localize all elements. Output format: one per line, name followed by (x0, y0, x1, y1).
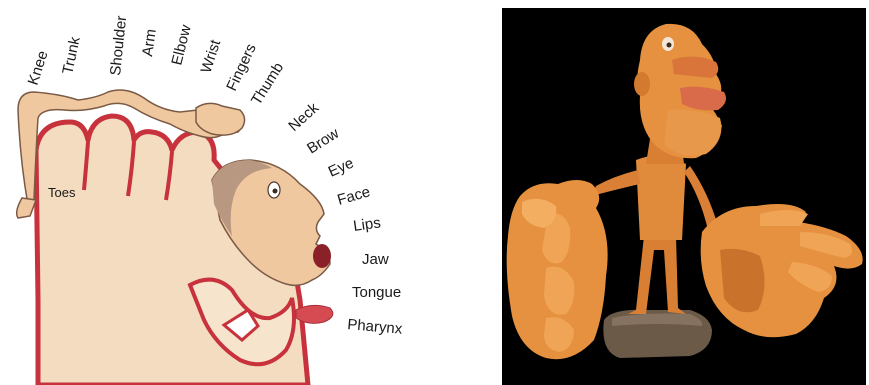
label-arm: Arm (139, 28, 160, 58)
label-lips: Lips (352, 214, 382, 235)
label-tongue: Tongue (352, 284, 401, 301)
right-hand-finger-1 (760, 210, 808, 226)
label-pharynx: Pharynx (347, 316, 404, 338)
foot (17, 198, 36, 218)
label-trunk: Trunk (59, 35, 84, 76)
pupil (273, 189, 278, 194)
label-toes: Toes (48, 185, 76, 200)
label-shoulder: Shoulder (107, 15, 130, 76)
sculpture-pupil (667, 43, 672, 48)
label-face: Face (335, 183, 372, 209)
label-brow: Brow (304, 125, 342, 158)
label-elbow: Elbow (168, 23, 194, 67)
label-neck: Neck (285, 99, 322, 135)
homunculus-diagram: Knee Trunk Shoulder Arm Elbow Wrist Fing… (17, 15, 404, 385)
hand (196, 103, 245, 135)
label-thumb: Thumb (248, 60, 287, 109)
label-fingers: Fingers (223, 41, 260, 94)
label-knee: Knee (25, 49, 52, 88)
label-jaw: Jaw (362, 251, 389, 268)
mouth-open (313, 244, 331, 268)
sculpture-photo (502, 8, 866, 385)
sculpture-ear (634, 72, 650, 96)
label-eye: Eye (326, 155, 357, 181)
sculpture-torso (636, 156, 686, 240)
tongue-shape (296, 305, 333, 323)
label-wrist: Wrist (198, 37, 225, 75)
